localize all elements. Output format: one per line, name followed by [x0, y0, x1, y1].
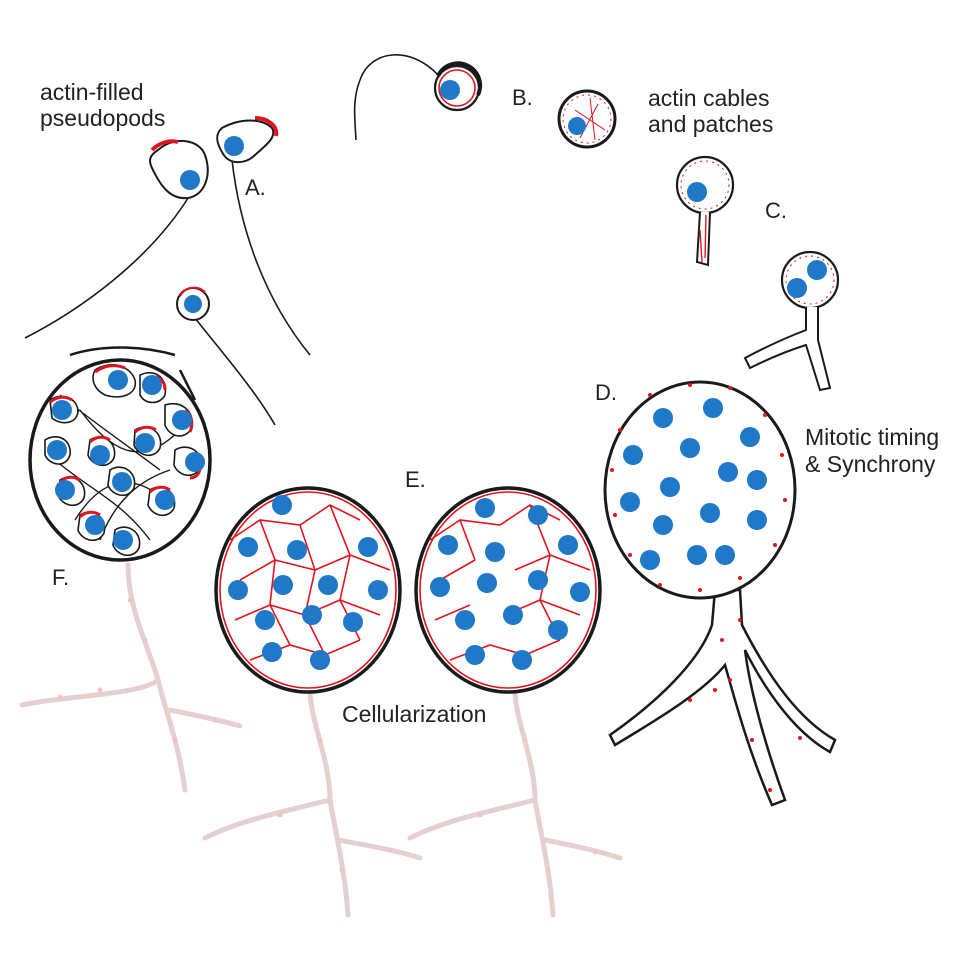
stage-f-release	[28, 346, 212, 562]
label-e: E.	[405, 467, 426, 492]
nucleus-icon	[807, 260, 827, 280]
caption-mitotic-1: Mitotic timing	[805, 424, 939, 450]
caption-cables-1: actin cables	[648, 85, 769, 111]
caption-cables-2: and patches	[648, 111, 773, 137]
nucleus-icon	[184, 295, 202, 313]
nucleus-icon	[787, 278, 807, 298]
faded-hyphae	[19, 562, 623, 918]
label-f: F.	[52, 565, 69, 590]
caption-mitotic-2: & Synchrony	[805, 451, 936, 477]
caption-cellularization: Cellularization	[342, 701, 486, 727]
faded-hyphae-dots	[57, 597, 598, 873]
label-b: B.	[512, 85, 533, 110]
nucleus-icon	[180, 170, 200, 190]
stage-a-zoospores	[24, 116, 311, 426]
stage-b-encysting	[353, 54, 617, 149]
nucleus-icon	[440, 80, 460, 100]
caption-pseudopods-2: pseudopods	[40, 105, 165, 131]
caption-pseudopods-1: actin-filled	[40, 79, 144, 105]
label-d: D.	[595, 380, 617, 405]
stage-e-cellularization	[214, 486, 602, 694]
label-a: A.	[245, 175, 266, 200]
stage-d-sporangium	[603, 380, 837, 807]
nucleus-icon	[687, 182, 707, 202]
stage-c-germling	[675, 155, 840, 392]
nucleus-icon	[224, 136, 244, 156]
nucleus-icon	[568, 117, 586, 135]
stage-labels: A. B. C. D. E. F.	[52, 85, 787, 590]
captions: actin-filled pseudopods actin cables and…	[40, 79, 939, 727]
label-c: C.	[765, 198, 787, 223]
